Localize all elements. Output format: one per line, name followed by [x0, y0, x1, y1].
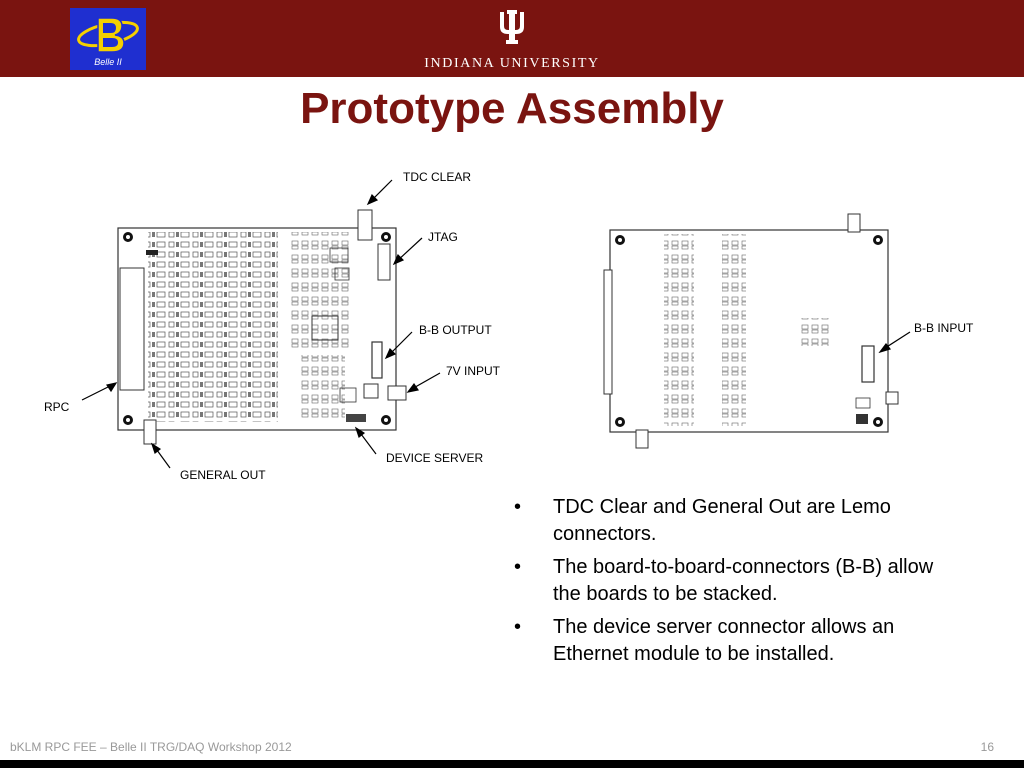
university-name: INDIANA UNIVERSITY [424, 56, 600, 71]
bullet-list: •TDC Clear and General Out are Lemo conn… [506, 494, 966, 674]
label-tdc-clear: TDC CLEAR [403, 170, 472, 184]
label-jtag: JTAG [428, 230, 458, 244]
belle-ii-logo: Belle II [70, 8, 146, 70]
label-7v-input: 7V INPUT [446, 364, 501, 378]
footer-text: bKLM RPC FEE – Belle II TRG/DAQ Workshop… [10, 740, 292, 754]
list-item: •TDC Clear and General Out are Lemo conn… [514, 496, 891, 545]
label-bb-output: B-B OUTPUT [419, 323, 492, 337]
iu-trident-icon [500, 10, 524, 44]
callout-arrows [81, 179, 911, 469]
board-drawings [81, 179, 911, 469]
bullet-marker: • [514, 556, 522, 578]
page-number: 16 [980, 740, 994, 754]
list-item: •The board-to-board-connectors (B-B) all… [514, 556, 934, 605]
label-device-server: DEVICE SERVER [386, 451, 484, 465]
header-bar: Belle II INDIANA UNIVERSITY [0, 0, 1024, 77]
page-title: Prototype Assembly [300, 84, 724, 133]
front-board [117, 209, 407, 445]
bullet-marker: • [514, 616, 522, 638]
bullet-marker: • [514, 496, 522, 518]
label-general-out: GENERAL OUT [180, 468, 266, 482]
list-item: •The device server connector allows an E… [514, 616, 895, 665]
back-board [603, 213, 899, 449]
belle-ii-logo-text: Belle II [94, 57, 122, 67]
label-bb-input: B-B INPUT [914, 321, 974, 335]
label-rpc: RPC [44, 400, 70, 414]
bottom-bar [0, 760, 1024, 768]
